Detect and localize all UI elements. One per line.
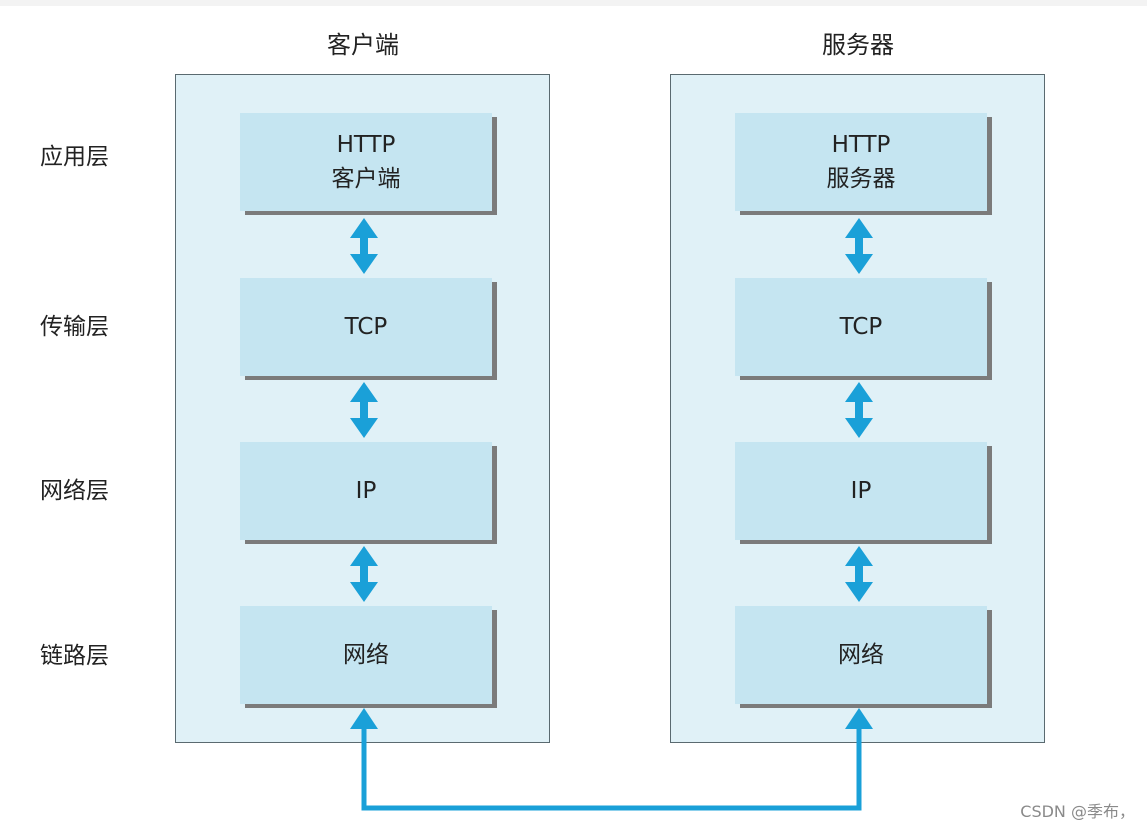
server-box-tcp-label: TCP	[839, 314, 883, 340]
server-box-http: HTTP 服务器	[735, 113, 987, 211]
client-box-http-line2: 客户端	[331, 166, 401, 192]
server-box-network: 网络	[735, 606, 987, 704]
layer-label-network: 网络层	[40, 478, 109, 504]
client-box-network-label: 网络	[343, 642, 389, 668]
top-strip	[0, 0, 1147, 6]
server-box-http-line1: HTTP	[831, 132, 891, 158]
layer-label-application: 应用层	[40, 144, 109, 170]
server-box-ip-label: IP	[850, 478, 872, 504]
client-box-tcp: TCP	[240, 278, 492, 376]
client-box-ip-label: IP	[355, 478, 377, 504]
layer-label-link: 链路层	[40, 643, 109, 669]
client-box-http: HTTP 客户端	[240, 113, 492, 211]
server-box-network-label: 网络	[838, 642, 884, 668]
client-box-ip: IP	[240, 442, 492, 540]
server-box-http-line2: 服务器	[826, 166, 896, 192]
client-box-tcp-label: TCP	[344, 314, 388, 340]
layer-label-transport: 传输层	[40, 314, 109, 340]
server-column-title: 服务器	[822, 31, 894, 59]
client-box-http-line1: HTTP	[336, 132, 396, 158]
client-column-title: 客户端	[327, 31, 399, 59]
csdn-watermark: CSDN @季布，	[1020, 802, 1135, 821]
server-box-ip: IP	[735, 442, 987, 540]
server-box-tcp: TCP	[735, 278, 987, 376]
client-box-network: 网络	[240, 606, 492, 704]
